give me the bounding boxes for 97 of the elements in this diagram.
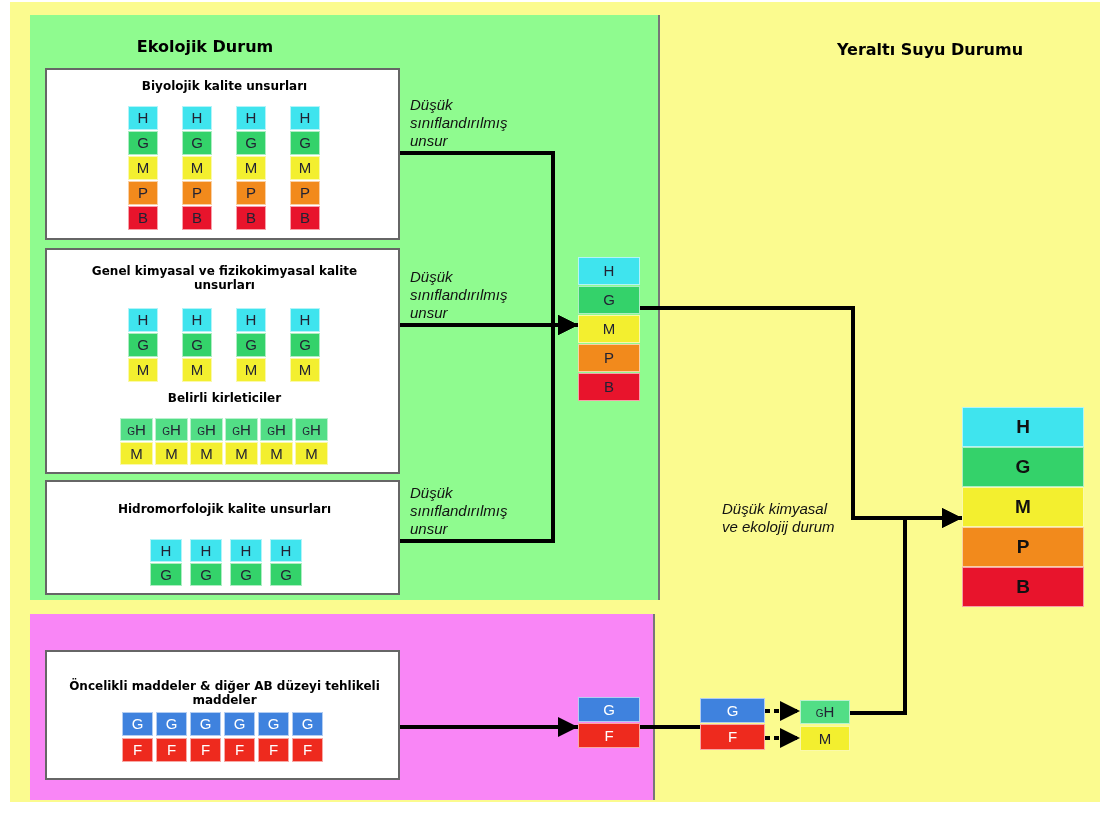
class-tile: H [290, 106, 320, 130]
class-tile: M [120, 442, 153, 465]
panel-title: Yeraltı Suyu Durumu [835, 40, 1025, 59]
class-tile: M [236, 156, 266, 180]
class-tile: M [236, 358, 266, 382]
class-tile: B [578, 373, 640, 401]
class-tile: F [224, 738, 255, 762]
panel [10, 2, 1100, 802]
class-tile: G [190, 563, 222, 586]
card-title: Hidromorfolojik kalite unsurları [116, 502, 333, 516]
card-title: Belirli kirleticiler [166, 391, 283, 405]
arrow [765, 728, 800, 748]
class-tile: G [156, 712, 187, 736]
class-tile: M [290, 358, 320, 382]
class-tile: F [122, 738, 153, 762]
class-tile: GH [155, 418, 188, 441]
class-tile: G [128, 333, 158, 357]
class-tile: G [578, 697, 640, 722]
class-tile: H [290, 308, 320, 332]
panel-title: Ekolojik Durum [135, 37, 275, 56]
class-tile: H [236, 308, 266, 332]
class-tile: B [128, 206, 158, 230]
class-tile: H [128, 106, 158, 130]
class-tile: M [295, 442, 328, 465]
arrow [765, 701, 800, 721]
class-tile: G [190, 712, 221, 736]
class-tile: M [290, 156, 320, 180]
class-tile: GH [225, 418, 258, 441]
class-tile: P [290, 181, 320, 205]
card [45, 480, 400, 595]
class-tile: P [128, 181, 158, 205]
class-tile: G [270, 563, 302, 586]
class-tile: M [800, 726, 850, 751]
panel [30, 614, 655, 800]
class-tile: M [182, 358, 212, 382]
class-tile: H [962, 407, 1084, 447]
class-tile: H [270, 539, 302, 562]
class-tile: G [258, 712, 289, 736]
card-title: Biyolojik kalite unsurları [140, 79, 309, 93]
class-tile: H [230, 539, 262, 562]
card-title: Öncelikli maddeler & diğer AB düzeyi tehlikeli maddeler [68, 679, 381, 707]
class-tile: M [578, 315, 640, 343]
panel [30, 15, 660, 600]
class-tile: B [962, 567, 1084, 607]
class-tile: G [578, 286, 640, 314]
card-title: Genel kimyasal ve fizikokimyasal kalite unsurları [90, 264, 359, 292]
class-tile: B [236, 206, 266, 230]
class-tile: G [236, 333, 266, 357]
card [45, 650, 400, 780]
class-tile: H [150, 539, 182, 562]
class-tile: M [182, 156, 212, 180]
class-tile: H [190, 539, 222, 562]
class-tile: F [292, 738, 323, 762]
class-tile: F [190, 738, 221, 762]
class-tile: F [258, 738, 289, 762]
class-tile: GH [120, 418, 153, 441]
class-tile: H [182, 308, 212, 332]
class-tile: G [700, 698, 765, 723]
class-tile: H [128, 308, 158, 332]
class-tile: G [230, 563, 262, 586]
class-tile: G [150, 563, 182, 586]
class-tile: G [182, 131, 212, 155]
class-tile: G [182, 333, 212, 357]
class-tile: F [156, 738, 187, 762]
class-tile: H [578, 257, 640, 285]
class-tile: M [962, 487, 1084, 527]
class-tile: M [128, 156, 158, 180]
class-tile: P [578, 344, 640, 372]
class-tile: P [236, 181, 266, 205]
class-tile: G [962, 447, 1084, 487]
class-tile: M [155, 442, 188, 465]
class-tile: B [290, 206, 320, 230]
class-tile: G [224, 712, 255, 736]
card [45, 68, 400, 240]
class-tile: GH [190, 418, 223, 441]
class-tile: M [225, 442, 258, 465]
class-tile: M [128, 358, 158, 382]
class-tile: G [236, 131, 266, 155]
class-tile: F [700, 724, 765, 750]
class-tile: M [190, 442, 223, 465]
class-tile: H [236, 106, 266, 130]
class-tile: H [182, 106, 212, 130]
class-tile: GH [295, 418, 328, 441]
class-tile: G [128, 131, 158, 155]
class-tile: G [290, 131, 320, 155]
class-tile: GH [800, 700, 850, 724]
class-tile: GH [260, 418, 293, 441]
class-tile: P [182, 181, 212, 205]
class-tile: G [292, 712, 323, 736]
class-tile: G [290, 333, 320, 357]
card [45, 248, 400, 474]
class-tile: M [260, 442, 293, 465]
class-tile: F [578, 723, 640, 748]
arrow [400, 717, 578, 737]
class-tile: P [962, 527, 1084, 567]
class-tile: B [182, 206, 212, 230]
class-tile: G [122, 712, 153, 736]
